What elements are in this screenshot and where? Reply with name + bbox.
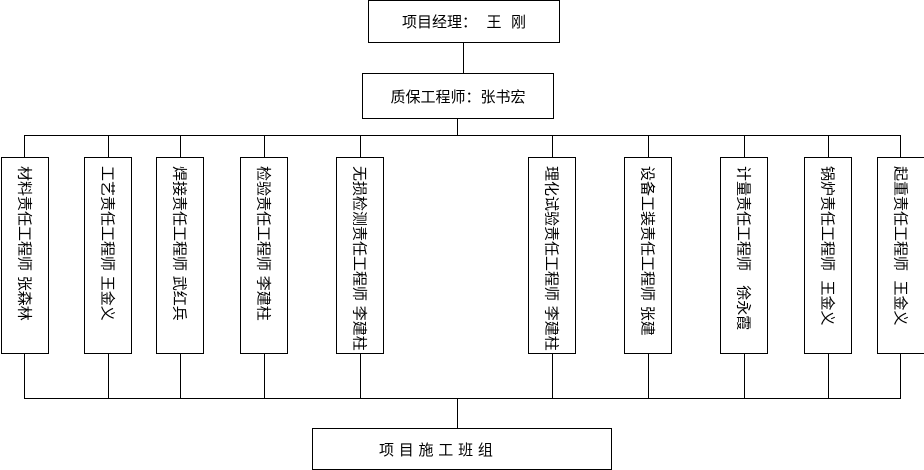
- connector: [744, 353, 745, 398]
- connector: [457, 118, 458, 135]
- connector: [828, 353, 829, 398]
- connector: [900, 135, 901, 157]
- connector: [264, 353, 265, 398]
- connector: [900, 353, 901, 398]
- connector: [24, 353, 25, 398]
- engineer-box: 起重责任工程师 王金义: [877, 157, 924, 354]
- engineer-label: 检验责任工程师 李建柱: [254, 166, 273, 321]
- connector: [108, 353, 109, 398]
- qa-engineer-label: 质保工程师：张书宏: [390, 87, 526, 106]
- qa-engineer-box: 质保工程师：张书宏: [362, 73, 554, 119]
- construction-team-box: 项 目 施 工 班 组: [312, 428, 612, 470]
- engineer-box: 材料责任工程师 张森林: [1, 157, 49, 354]
- engineer-box: 设备工装责任工程师 张建: [624, 157, 672, 354]
- engineer-box: 焊接责任工程师 武红兵: [156, 157, 204, 354]
- engineer-label: 材料责任工程师 张森林: [15, 166, 34, 321]
- connector: [360, 353, 361, 398]
- connector: [457, 398, 458, 428]
- engineer-label: 锅炉责任工程师 王金义: [818, 166, 837, 326]
- engineer-label: 设备工装责任工程师 张建: [638, 166, 657, 336]
- connector: [648, 135, 649, 157]
- connector: [463, 42, 464, 73]
- connector: [828, 135, 829, 157]
- engineer-label: 起重责任工程师 王金义: [891, 166, 910, 326]
- project-manager-label: 项目经理： 王 刚: [401, 13, 527, 31]
- engineer-box: 无损检测责任工程师 李建柱: [336, 157, 384, 354]
- connector: [108, 135, 109, 157]
- engineer-box: 理化试验责任工程师 李建柱: [528, 157, 576, 354]
- connector: [360, 135, 361, 157]
- top-bus-line: [24, 135, 901, 136]
- engineer-box: 工艺责任工程师 王金义: [84, 157, 132, 354]
- engineer-label: 计量责任工程师 徐永霞: [734, 166, 753, 331]
- connector: [264, 135, 265, 157]
- connector: [552, 135, 553, 157]
- bottom-bus-line: [24, 398, 901, 399]
- connector: [648, 353, 649, 398]
- project-manager-box: 项目经理： 王 刚: [368, 0, 560, 43]
- engineer-label: 理化试验责任工程师 李建柱: [542, 166, 561, 351]
- connector: [552, 353, 553, 398]
- engineer-label: 焊接责任工程师 武红兵: [170, 166, 189, 321]
- engineer-box: 锅炉责任工程师 王金义: [804, 157, 852, 354]
- connector: [180, 353, 181, 398]
- connector: [744, 135, 745, 157]
- engineer-box: 检验责任工程师 李建柱: [240, 157, 288, 354]
- engineer-box: 计量责任工程师 徐永霞: [720, 157, 768, 354]
- engineer-label: 工艺责任工程师 王金义: [98, 166, 117, 321]
- engineer-label: 无损检测责任工程师 李建柱: [350, 166, 369, 351]
- connector: [24, 135, 25, 157]
- construction-team-label: 项 目 施 工 班 组: [379, 440, 493, 459]
- connector: [180, 135, 181, 157]
